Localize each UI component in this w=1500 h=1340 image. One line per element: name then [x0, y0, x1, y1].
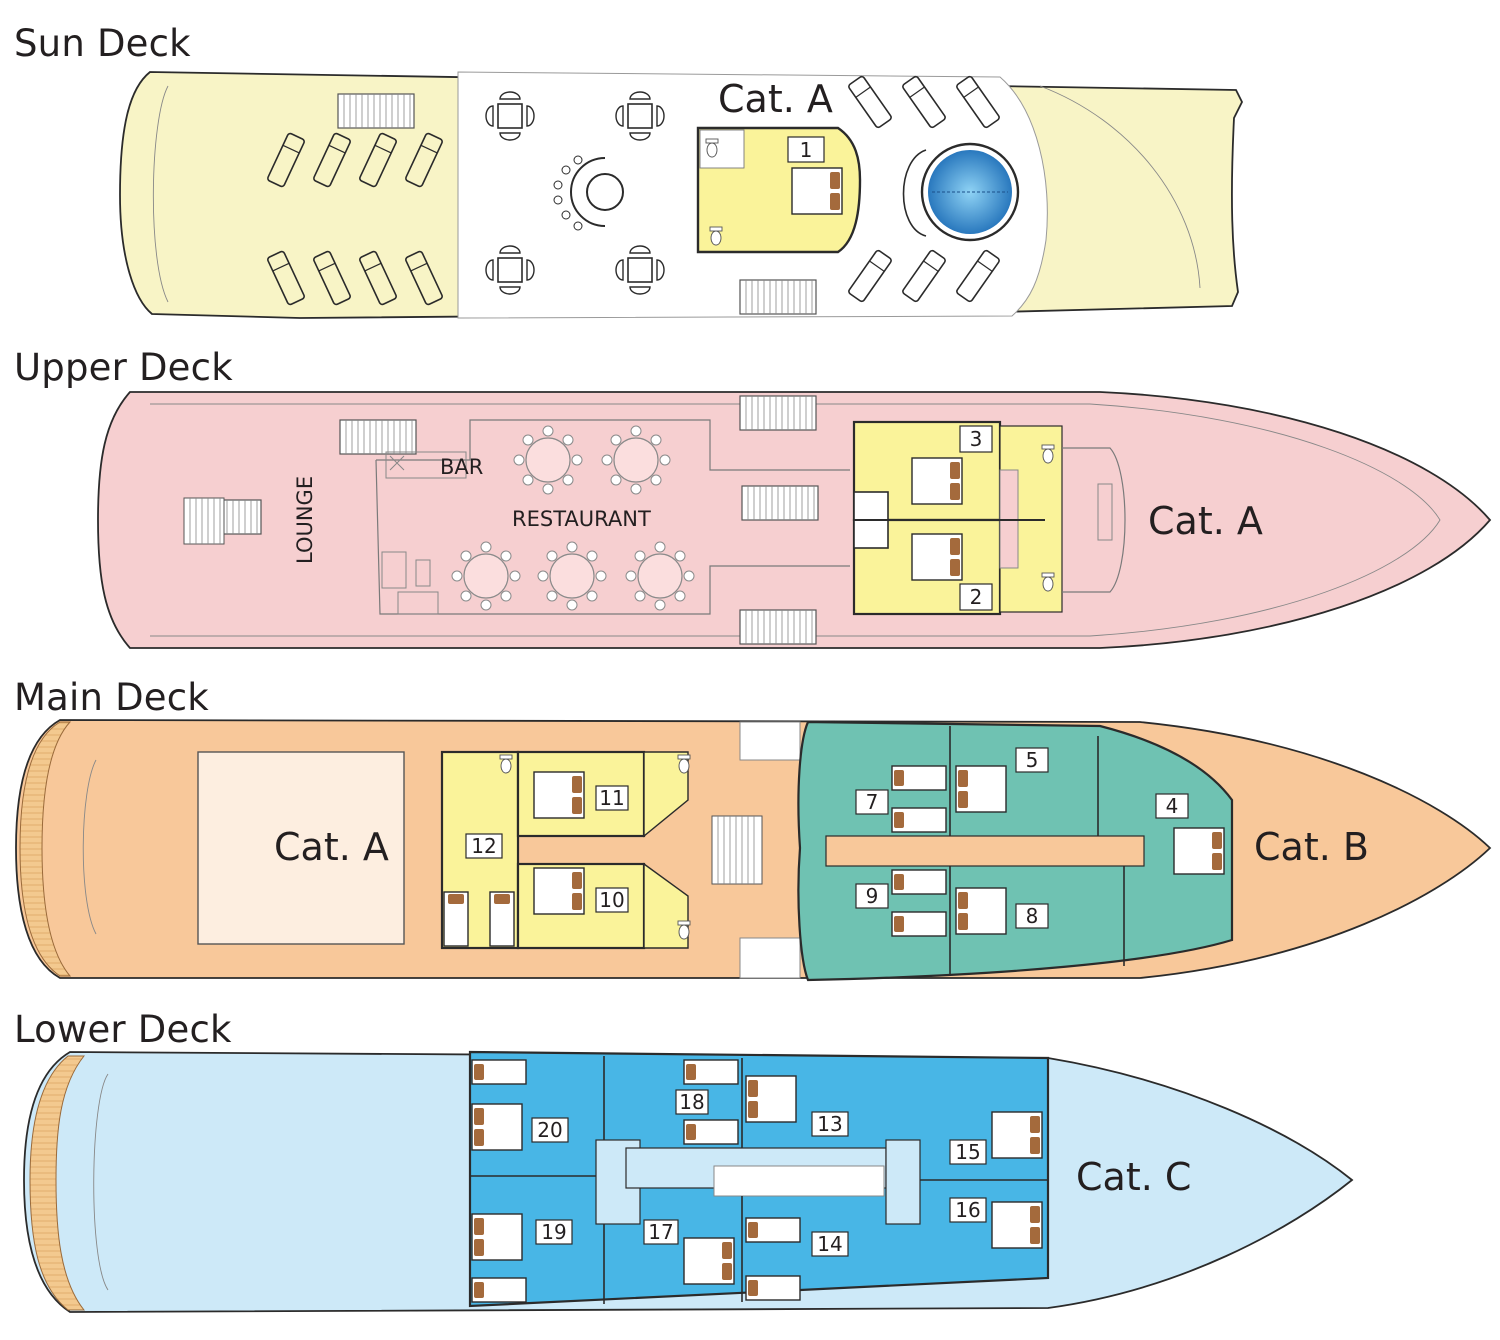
stairs-icon [741, 485, 819, 521]
bed-icon [745, 1075, 797, 1123]
main-deck-title: Main Deck [14, 676, 209, 719]
bed-icon [443, 891, 469, 947]
lower-deck: 18 20 13 15 16 19 17 14 Cat. C [23, 1050, 1354, 1313]
bed-icon [489, 891, 515, 947]
stairs-icon [339, 419, 417, 455]
cabin-number: 16 [955, 1198, 980, 1222]
cabin-number: 2 [970, 585, 983, 609]
sun-deck-title: Sun Deck [14, 22, 191, 65]
cabin-number: 3 [970, 427, 983, 451]
bed-icon [891, 869, 947, 895]
bed-icon [471, 1213, 523, 1261]
bed-icon [911, 457, 963, 505]
cabin-number: 12 [471, 834, 496, 858]
bed-icon [891, 807, 947, 833]
cabin-number: 9 [866, 884, 879, 908]
bar-label: BAR [440, 455, 483, 479]
cabin-number: 4 [1166, 794, 1179, 818]
bed-icon [471, 1059, 527, 1085]
bed-icon [471, 1103, 523, 1151]
cabin-number: 18 [679, 1090, 704, 1114]
cabin-number: 7 [866, 790, 879, 814]
bed-icon [683, 1237, 735, 1285]
cabin-number: 13 [817, 1112, 842, 1136]
bed-icon [955, 887, 1007, 935]
pool-icon [902, 142, 1020, 242]
bed-icon [991, 1201, 1043, 1249]
bed-icon [533, 771, 585, 819]
stairs-icon [739, 609, 817, 645]
bed-icon [791, 167, 843, 215]
stairs-icon [337, 93, 415, 129]
lounge-label: LOUNGE [293, 476, 317, 564]
sun-deck: 1 Cat. A [119, 71, 1244, 319]
main-deck-category-bow: Cat. B [1254, 825, 1369, 869]
main-deck-category-stern: Cat. A [274, 825, 389, 869]
bed-icon [911, 533, 963, 581]
upper-deck-title: Upper Deck [14, 346, 233, 389]
cabin-number: 5 [1026, 748, 1039, 772]
bed-icon [955, 765, 1007, 813]
sun-deck-category: Cat. A [718, 77, 833, 121]
cabin-number: 1 [800, 138, 813, 162]
bed-icon [991, 1111, 1043, 1159]
stairs-icon [739, 395, 817, 431]
upper-deck-category: Cat. A [1148, 499, 1263, 543]
bed-icon [533, 867, 585, 915]
cabin-number: 15 [955, 1140, 980, 1164]
cabin-number: 19 [541, 1220, 566, 1244]
cabin-number: 17 [648, 1220, 673, 1244]
bed-icon [745, 1275, 801, 1301]
jacuzzi-icon [553, 155, 642, 231]
upper-deck: BAR RESTAURANT LOUNGE 3 2 Cat. A [97, 391, 1492, 649]
bed-icon [471, 1277, 527, 1303]
cabin-number: 14 [817, 1232, 842, 1256]
bed-icon [745, 1217, 801, 1243]
main-deck-open-area [197, 751, 405, 945]
bed-icon [683, 1119, 739, 1145]
cabin-number: 10 [599, 888, 624, 912]
main-deck: Cat. A 11 12 10 [15, 719, 1492, 982]
cabin-number: 11 [599, 786, 624, 810]
lower-deck-category: Cat. C [1076, 1155, 1191, 1199]
cabin-number: 8 [1026, 904, 1039, 928]
stairs-icon [739, 279, 817, 315]
lower-deck-title: Lower Deck [14, 1008, 232, 1051]
bed-icon [683, 1059, 739, 1085]
cabin-number: 20 [537, 1118, 562, 1142]
bed-icon [891, 765, 947, 791]
restaurant-label: RESTAURANT [512, 507, 651, 531]
bed-icon [891, 911, 947, 937]
bed-icon [1173, 827, 1225, 875]
